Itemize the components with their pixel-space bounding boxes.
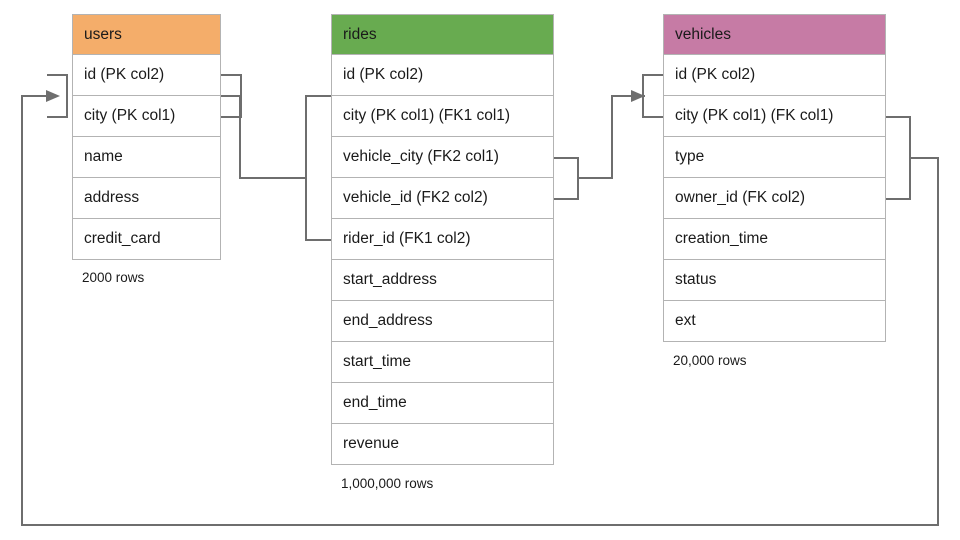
bracket-users-left — [47, 74, 68, 118]
table-rides-row-count: 1,000,000 rows — [341, 476, 434, 491]
table-users-column-id[interactable]: id (PK col2) — [72, 55, 221, 96]
table-rides-column-id[interactable]: id (PK col2) — [331, 55, 554, 96]
column-label: rider_id (FK1 col2) — [343, 230, 471, 247]
table-rides[interactable]: rides id (PK col2) city (PK col1) (FK1 c… — [331, 14, 554, 465]
connector-rides-fk2-to-vehicles — [554, 74, 663, 200]
arrowhead-right-users — [46, 90, 60, 102]
column-label: city (PK col1) — [84, 107, 176, 124]
table-vehicles-column-status[interactable]: status — [663, 260, 886, 301]
column-label: credit_card — [84, 230, 161, 247]
table-rides-title: rides — [343, 25, 377, 43]
column-label: id (PK col2) — [84, 66, 165, 83]
table-users-row-count: 2000 rows — [82, 270, 145, 285]
column-label: id (PK col2) — [343, 66, 424, 83]
table-rides-column-end-address[interactable]: end_address — [331, 301, 554, 342]
table-users-column-credit-card[interactable]: credit_card — [72, 219, 221, 260]
table-rides-column-vehicle-id[interactable]: vehicle_id (FK2 col2) — [331, 178, 554, 219]
table-vehicles-column-type[interactable]: type — [663, 137, 886, 178]
table-vehicles-title: vehicles — [675, 25, 731, 43]
table-users-column-name[interactable]: name — [72, 137, 221, 178]
column-label: ext — [675, 312, 696, 329]
column-label: end_address — [343, 312, 433, 329]
table-rides-column-revenue[interactable]: revenue — [331, 424, 554, 465]
column-label: owner_id (FK col2) — [675, 189, 806, 206]
column-label: type — [675, 148, 705, 165]
column-label: status — [675, 271, 717, 288]
column-label: revenue — [343, 435, 400, 452]
column-label: end_time — [343, 394, 407, 411]
column-label: name — [84, 148, 123, 165]
table-vehicles[interactable]: vehicles id (PK col2) city (PK col1) (FK… — [663, 14, 886, 342]
table-rides-column-city[interactable]: city (PK col1) (FK1 col1) — [331, 96, 554, 137]
table-vehicles-row-count: 20,000 rows — [673, 353, 747, 368]
table-vehicles-column-owner-id[interactable]: owner_id (FK col2) — [663, 178, 886, 219]
table-rides-column-vehicle-city[interactable]: vehicle_city (FK2 col1) — [331, 137, 554, 178]
table-users-title: users — [84, 25, 122, 43]
column-label: address — [84, 189, 140, 206]
column-label: id (PK col2) — [675, 66, 756, 83]
column-label: start_address — [343, 271, 437, 288]
table-rides-column-start-address[interactable]: start_address — [331, 260, 554, 301]
column-label: city (PK col1) (FK1 col1) — [343, 107, 511, 124]
bracket-vehicles-right — [886, 116, 911, 200]
column-label: vehicle_city (FK2 col1) — [343, 148, 499, 165]
arrowhead-right-vehicles — [631, 90, 645, 102]
bracket-vehicles-left — [642, 74, 663, 118]
table-users-column-address[interactable]: address — [72, 178, 221, 219]
table-rides-column-end-time[interactable]: end_time — [331, 383, 554, 424]
table-rides-column-start-time[interactable]: start_time — [331, 342, 554, 383]
table-vehicles-header: vehicles — [663, 14, 886, 55]
table-users[interactable]: users id (PK col2) city (PK col1) name a… — [72, 14, 221, 260]
column-label: creation_time — [675, 230, 769, 247]
column-label: start_time — [343, 353, 412, 370]
table-rides-header: rides — [331, 14, 554, 55]
table-users-column-city[interactable]: city (PK col1) — [72, 96, 221, 137]
table-vehicles-column-ext[interactable]: ext — [663, 301, 886, 342]
bracket-users-right — [221, 74, 242, 118]
column-label: city (PK col1) (FK col1) — [675, 107, 834, 124]
column-label: vehicle_id (FK2 col2) — [343, 189, 488, 206]
table-users-header: users — [72, 14, 221, 55]
table-vehicles-column-city[interactable]: city (PK col1) (FK col1) — [663, 96, 886, 137]
table-vehicles-column-id[interactable]: id (PK col2) — [663, 55, 886, 96]
table-vehicles-column-creation-time[interactable]: creation_time — [663, 219, 886, 260]
table-rides-column-rider-id[interactable]: rider_id (FK1 col2) — [331, 219, 554, 260]
